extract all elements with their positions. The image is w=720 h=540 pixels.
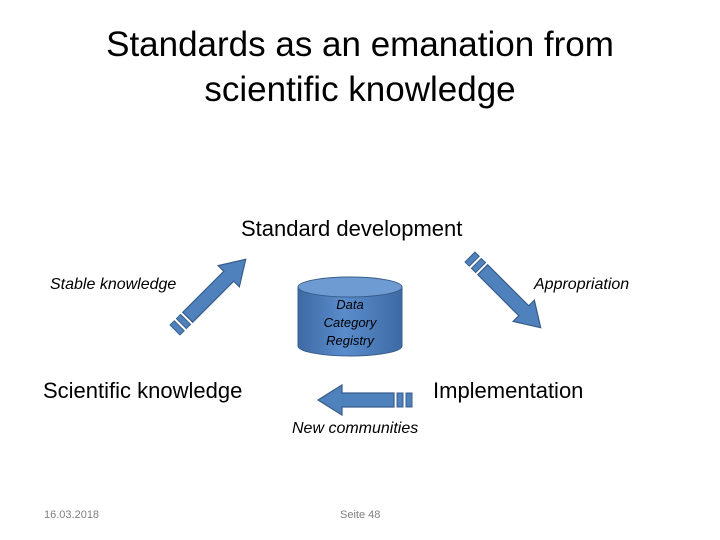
node-implementation: Implementation — [433, 378, 584, 403]
registry-label: Data Category Registry — [298, 296, 402, 350]
arrow-stripe — [396, 392, 404, 408]
arrow-stripe — [470, 257, 487, 274]
cylinder-body — [297, 286, 403, 357]
footer-date: 16.03.2018 — [44, 509, 100, 521]
arrow-body — [316, 383, 395, 417]
slide-title-line-1: Standards as an emanation from — [106, 25, 614, 64]
registry-label-line-3: Registry — [326, 333, 374, 348]
slide-title: Standards as an emanation from scientifi… — [0, 22, 720, 112]
cylinder-top — [297, 276, 403, 298]
edge-label-stable-knowledge: Stable knowledge — [50, 276, 177, 293]
arrow-stripe — [175, 313, 192, 330]
registry-cylinder — [297, 276, 403, 357]
arrow-stable-knowledge — [169, 258, 247, 336]
registry-label-line-2: Category — [323, 315, 377, 330]
arrow-stripe — [169, 320, 185, 336]
arrow-new-communities — [316, 383, 413, 417]
node-standard-development: Standard development — [241, 216, 463, 241]
edge-label-appropriation: Appropriation — [534, 276, 630, 293]
arrow-body — [181, 258, 247, 324]
arrow-stripe — [464, 251, 480, 267]
slide-title-line-2: scientific knowledge — [204, 70, 516, 109]
arrow-body — [476, 263, 542, 329]
footer-page-number: Seite 48 — [340, 509, 381, 521]
edge-label-new-communities: New communities — [292, 420, 419, 437]
registry-label-line-1: Data — [336, 297, 364, 312]
arrow-stripe — [405, 392, 413, 408]
arrow-appropriation — [464, 251, 542, 329]
node-scientific-knowledge: Scientific knowledge — [43, 378, 243, 403]
